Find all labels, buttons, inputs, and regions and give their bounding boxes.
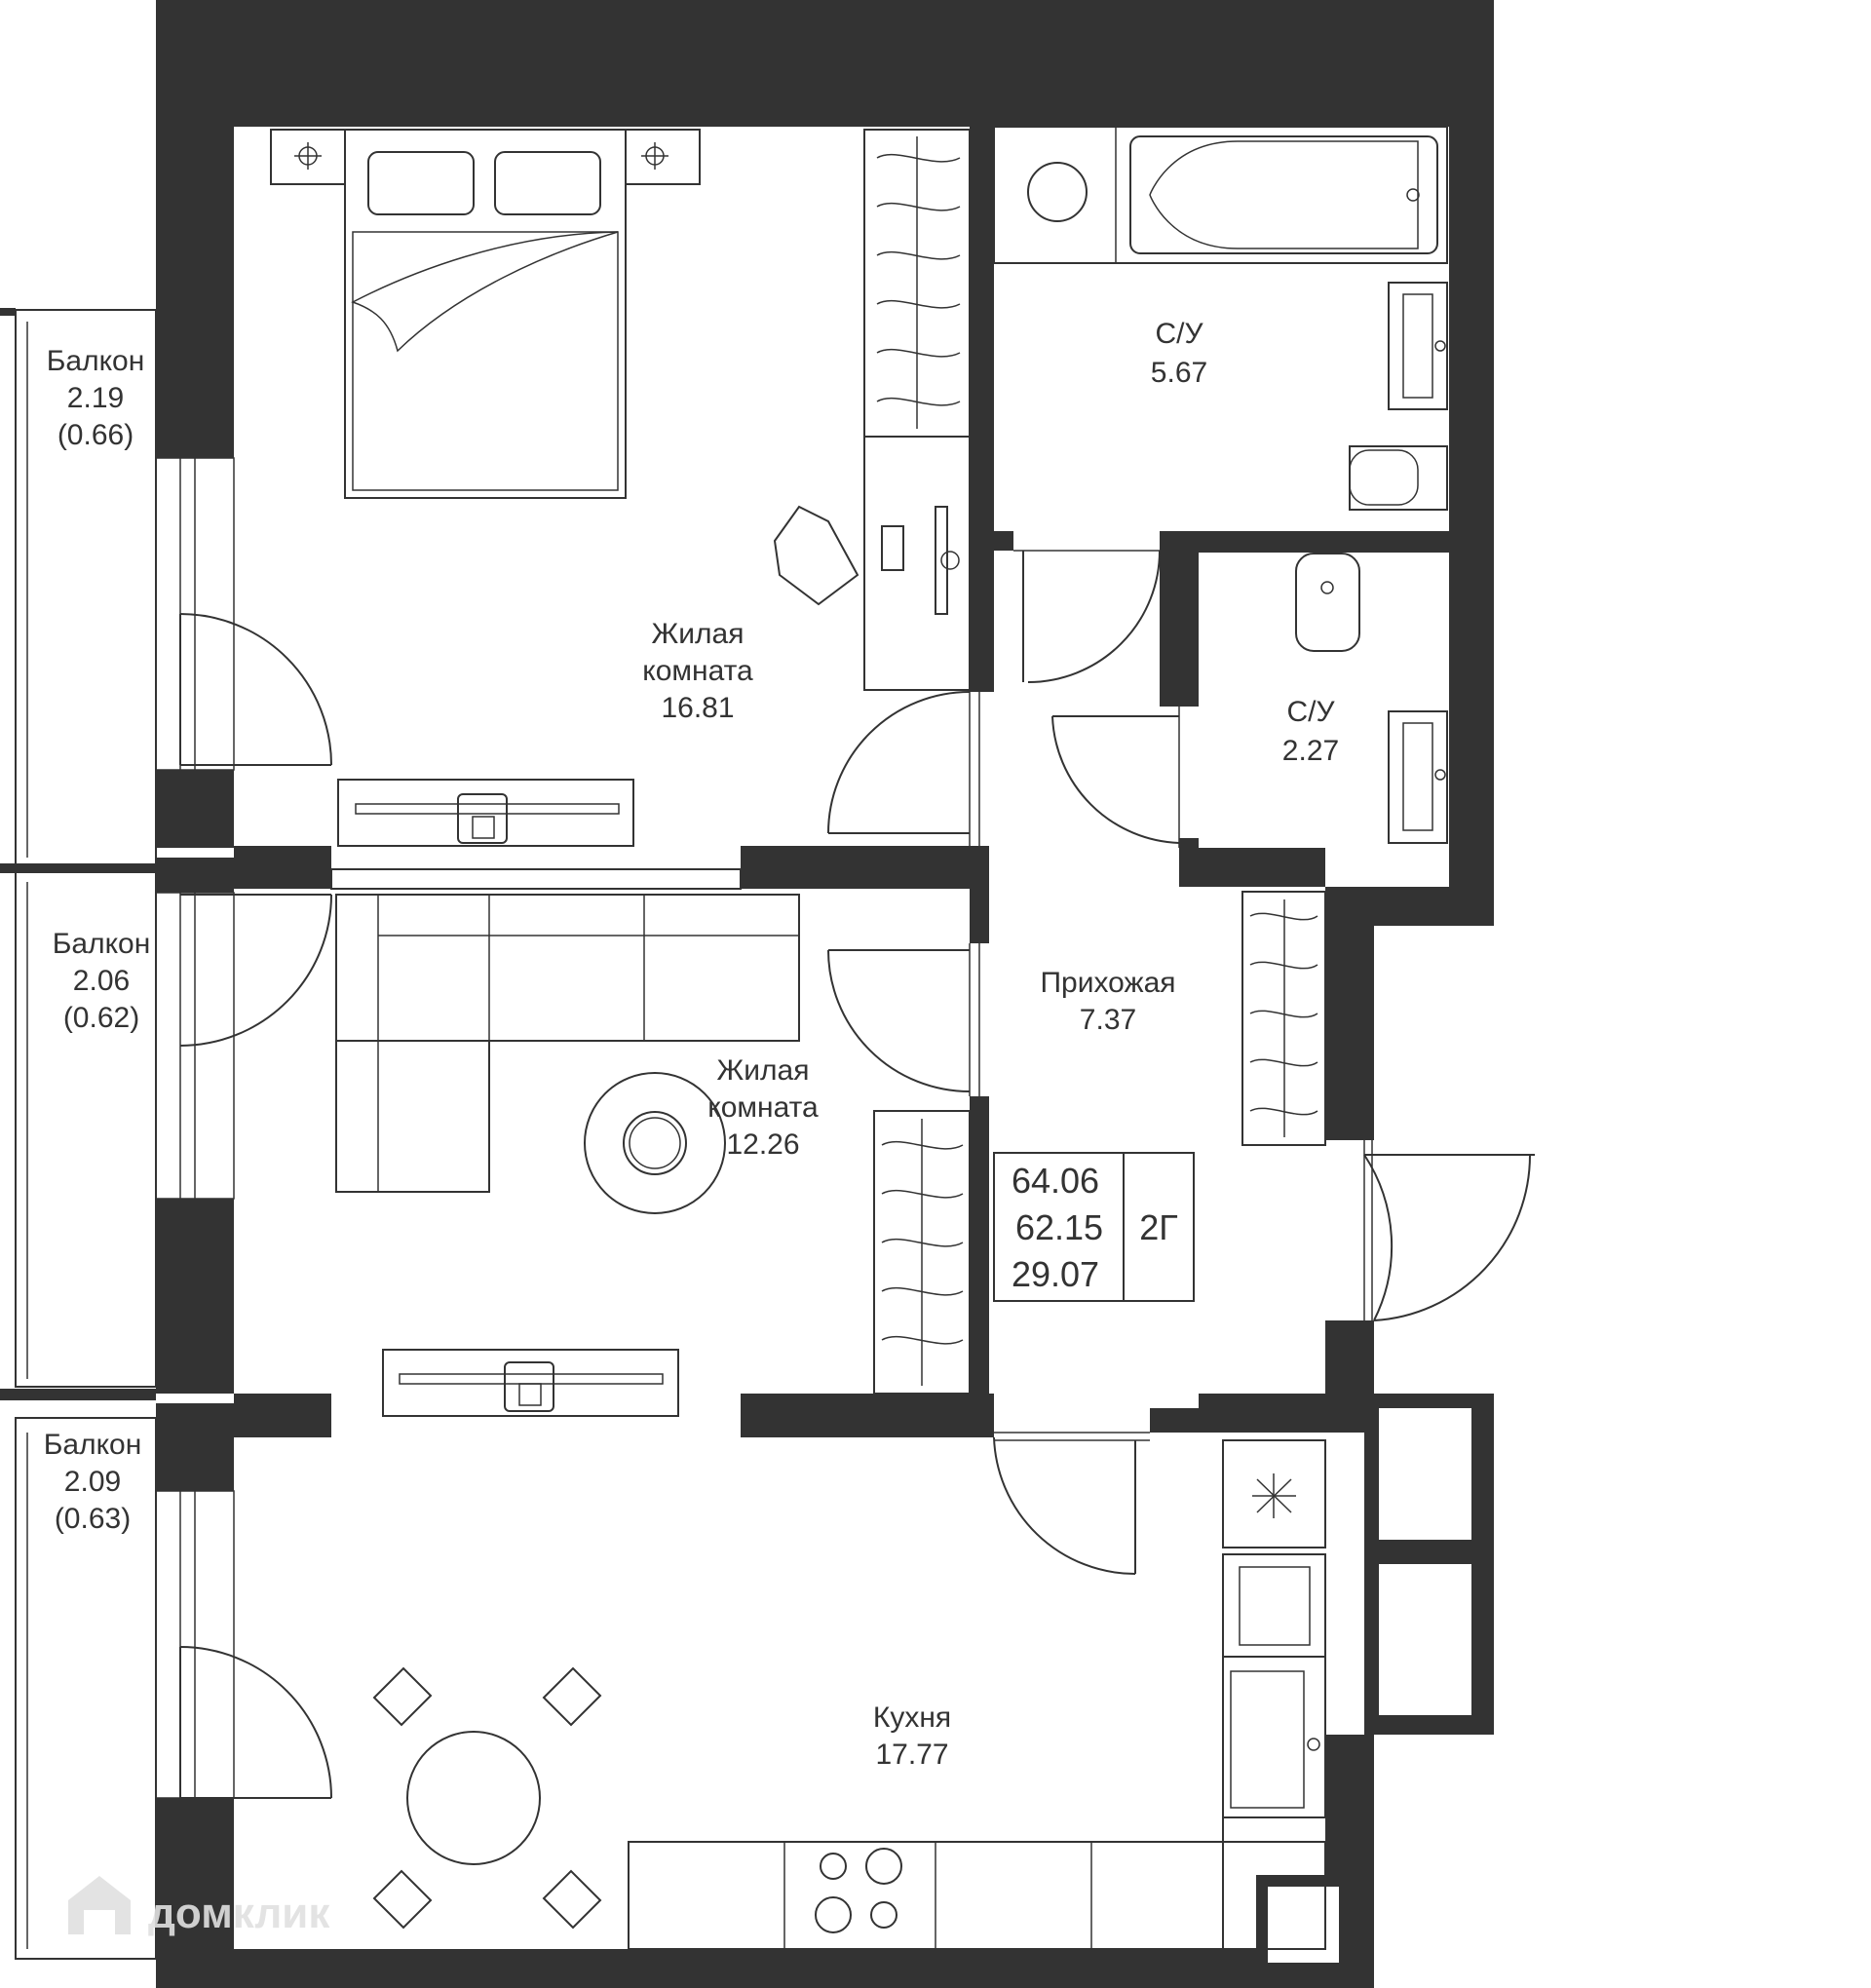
- balcony-1-area: 2.19: [67, 382, 124, 414]
- doors: [179, 550, 1535, 1799]
- living-2-name-line2: комната: [707, 1091, 819, 1124]
- living-1-name-line2: комната: [642, 655, 753, 687]
- apartment-type: 2Г: [1139, 1207, 1178, 1247]
- kitchen-name: Кухня: [873, 1701, 951, 1734]
- total-area: 64.06: [1012, 1161, 1099, 1201]
- balconies: [0, 308, 157, 1960]
- house-logo-icon: [68, 1876, 131, 1934]
- hallway-name: Прихожая: [1040, 967, 1175, 999]
- bathroom-2-name: С/У: [1286, 696, 1335, 728]
- bathroom-2-area: 2.27: [1282, 735, 1339, 767]
- living-area: 29.07: [1012, 1254, 1099, 1294]
- balcony-1-extra: (0.66): [57, 419, 134, 451]
- living-2-name-line1: Жилая: [717, 1054, 810, 1087]
- bathroom-1-name: С/У: [1155, 318, 1203, 350]
- balcony-2-name: Балкон: [53, 928, 151, 960]
- kitchen-area: 17.77: [875, 1739, 948, 1771]
- bathroom-1-area: 5.67: [1151, 357, 1207, 389]
- hallway-area: 7.37: [1080, 1004, 1136, 1036]
- room-labels: Балкон 2.19 (0.66) Жилая комната 16.81 С…: [44, 318, 1339, 1771]
- balcony-2-extra: (0.62): [63, 1002, 139, 1034]
- living2-furniture: [330, 868, 971, 1417]
- walls: [156, 0, 1494, 1988]
- area-excl-balcony: 62.15: [1015, 1207, 1103, 1247]
- balcony-3-name: Балкон: [44, 1429, 142, 1461]
- bathroom-furniture: [993, 126, 1448, 844]
- living-1-area: 16.81: [661, 692, 734, 724]
- balcony-2-area: 2.06: [73, 965, 130, 997]
- balcony-1-name: Балкон: [47, 345, 145, 377]
- living-2-area: 12.26: [726, 1128, 799, 1161]
- balcony-3-area: 2.09: [64, 1466, 121, 1498]
- watermark: домклик: [68, 1876, 330, 1937]
- watermark-text: домклик: [148, 1890, 330, 1937]
- bedroom-furniture: [270, 129, 971, 847]
- hallway-furniture: [1241, 891, 1326, 1146]
- balcony-3-extra: (0.63): [55, 1503, 131, 1535]
- living-1-name-line1: Жилая: [652, 618, 745, 650]
- summary-box: 64.06 62.15 29.07 2Г: [993, 1152, 1195, 1302]
- windows: [155, 457, 235, 1799]
- kitchen-furniture: [372, 1439, 1326, 1950]
